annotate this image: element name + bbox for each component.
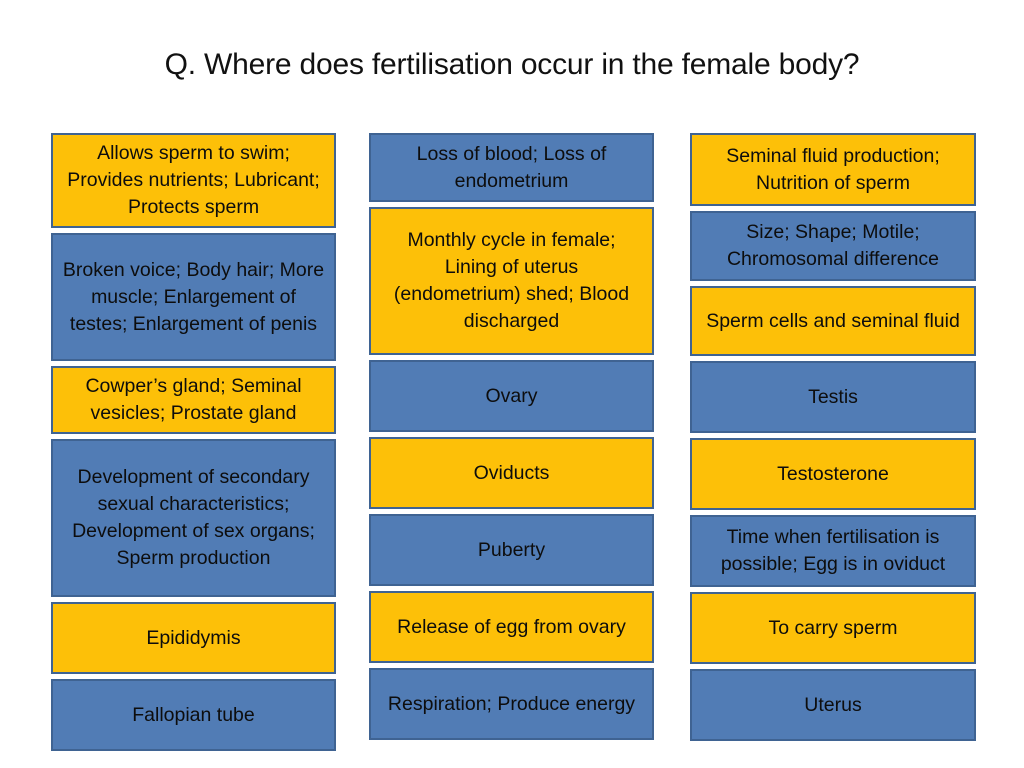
answer-card[interactable]: Loss of blood; Loss of endometrium [369,133,654,202]
answer-card[interactable]: Puberty [369,514,654,586]
answer-card[interactable]: Sperm cells and seminal fluid [690,286,976,356]
answer-card-label: Respiration; Produce energy [387,692,636,715]
answer-card[interactable]: Testosterone [690,438,976,510]
answer-card-label: Broken voice; Body hair; More muscle; En… [62,258,325,335]
answer-card-label: Oviducts [473,461,550,484]
answer-card-label: Seminal fluid production; Nutrition of s… [726,144,940,194]
answer-card-label: Size; Shape; Motile; Chromosomal differe… [726,221,940,270]
answer-card[interactable]: Epididymis [51,602,336,674]
answer-card-label: Sperm cells and seminal fluid [706,309,960,332]
answer-card[interactable]: Fallopian tube [51,679,336,751]
answer-card-label: Uterus [804,693,862,716]
answer-card[interactable]: To carry sperm [690,592,976,664]
page-title: Q. Where does fertilisation occur in the… [164,48,860,81]
answer-card-label: Cowper’s gland; Seminal vesicles; Prosta… [85,375,302,424]
answer-card[interactable]: Size; Shape; Motile; Chromosomal differe… [690,211,976,281]
answer-card-label: To carry sperm [768,616,898,639]
answer-card-label: Fallopian tube [132,703,255,726]
answer-card-label: Epididymis [146,626,241,649]
answer-card[interactable]: Ovary [369,360,654,432]
answer-card-label: Testosterone [777,462,889,485]
answer-card[interactable]: Development of secondary sexual characte… [51,439,336,597]
answer-card[interactable]: Seminal fluid production; Nutrition of s… [690,133,976,206]
answer-card-label: Testis [808,385,858,408]
answer-card[interactable]: Monthly cycle in female; Lining of uteru… [369,207,654,355]
answer-card[interactable]: Time when fertilisation is possible; Egg… [690,515,976,587]
answer-card[interactable]: Oviducts [369,437,654,509]
answer-card[interactable]: Broken voice; Body hair; More muscle; En… [51,233,336,361]
answer-card-label: Development of secondary sexual characte… [72,466,315,569]
answer-card[interactable]: Respiration; Produce energy [369,668,654,740]
answer-card[interactable]: Uterus [690,669,976,741]
card-column-1: Allows sperm to swim; Provides nutrients… [51,133,336,756]
card-column-3: Seminal fluid production; Nutrition of s… [690,133,976,746]
answer-card-label: Release of egg from ovary [397,615,626,638]
answer-card-label: Puberty [477,538,546,561]
answer-card[interactable]: Release of egg from ovary [369,591,654,663]
answer-card-label: Monthly cycle in female; Lining of uteru… [393,229,630,332]
answer-card[interactable]: Cowper’s gland; Seminal vesicles; Prosta… [51,366,336,434]
answer-card-label: Ovary [485,384,538,407]
answer-card[interactable]: Allows sperm to swim; Provides nutrients… [51,133,336,228]
answer-card[interactable]: Testis [690,361,976,433]
answer-card-label: Time when fertilisation is possible; Egg… [720,526,946,575]
answer-card-label: Allows sperm to swim; Provides nutrients… [67,142,320,218]
answer-card-label: Loss of blood; Loss of endometrium [416,142,607,192]
